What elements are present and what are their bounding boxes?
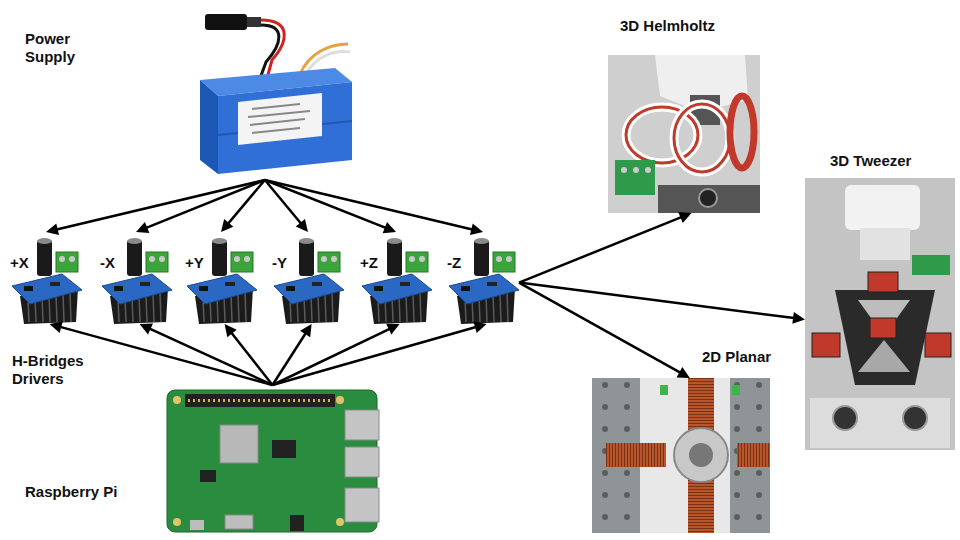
connector-arrow xyxy=(519,283,690,378)
connector-line xyxy=(519,283,794,318)
arrow-head xyxy=(140,324,153,335)
connector-line xyxy=(150,329,273,385)
arrow-head xyxy=(221,219,233,232)
arrow-head xyxy=(792,312,805,324)
connector-line xyxy=(60,327,272,385)
connector-arrow xyxy=(140,324,273,385)
connector-line xyxy=(57,180,265,229)
arrow-head xyxy=(136,222,149,233)
arrow-head xyxy=(473,322,486,334)
connector-line xyxy=(273,327,477,385)
arrow-head xyxy=(300,324,312,337)
raspberry-pi: Raspberry Pi xyxy=(165,385,380,535)
node-label: -Y xyxy=(272,254,287,272)
battery-pack xyxy=(200,14,352,174)
tweezer-photo xyxy=(805,178,955,450)
h-bridge-driver: -Z xyxy=(447,232,519,324)
connector-line xyxy=(265,180,472,229)
connector-line xyxy=(519,217,681,282)
arrow-head xyxy=(386,324,399,335)
group-label: H-Bridges Drivers xyxy=(12,352,96,388)
arrow-head xyxy=(296,219,308,232)
node-label: +Z xyxy=(360,254,378,272)
connector-arrow xyxy=(221,180,265,232)
raspberry-pi-board xyxy=(167,390,379,532)
planar-setup: 2D Planar xyxy=(592,378,770,533)
node-label: 3D Helmholtz xyxy=(620,17,715,35)
helmholtz-photo xyxy=(608,55,760,213)
connector-line xyxy=(146,180,265,228)
h-bridge-driver: -X xyxy=(100,232,172,324)
node-label: Raspberry Pi xyxy=(25,483,118,501)
power-supply: Power Supply xyxy=(185,8,355,180)
node-label: Power Supply xyxy=(25,30,87,66)
arrow-head xyxy=(383,222,396,233)
connector-arrow xyxy=(519,283,805,324)
arrow-head xyxy=(46,223,59,235)
tweezer-setup: 3D Tweezer xyxy=(805,178,955,450)
connector-line xyxy=(228,180,265,224)
h-bridge-driver: +Y xyxy=(185,232,257,324)
node-label: 3D Tweezer xyxy=(830,152,911,170)
node-label: +Y xyxy=(185,254,204,272)
h-bridge-driver: +Z xyxy=(360,232,432,324)
h-bridge-boards xyxy=(12,238,519,324)
h-bridge-driver: -Y xyxy=(272,232,344,324)
arrow-head xyxy=(50,321,63,333)
node-label: +X xyxy=(10,254,29,272)
h-bridge-driver: +X xyxy=(10,232,82,324)
arrow-head xyxy=(225,324,237,337)
helmholtz-setup: 3D Helmholtz xyxy=(608,55,760,213)
connector-line xyxy=(231,333,272,385)
connector-arrow xyxy=(46,180,265,235)
arrow-head xyxy=(678,212,691,223)
arrow-head xyxy=(470,223,483,235)
arrow-head xyxy=(676,367,689,378)
connector-arrow xyxy=(225,324,273,385)
node-label: 2D Planar xyxy=(702,348,771,366)
connector-arrow xyxy=(519,212,692,283)
node-label: -Z xyxy=(447,254,461,272)
connector-arrow xyxy=(265,180,483,235)
connector-line xyxy=(519,283,680,373)
planar-photo xyxy=(592,378,770,533)
node-label: -X xyxy=(100,254,115,272)
connector-arrow xyxy=(136,180,265,233)
connector-arrow xyxy=(273,322,487,385)
